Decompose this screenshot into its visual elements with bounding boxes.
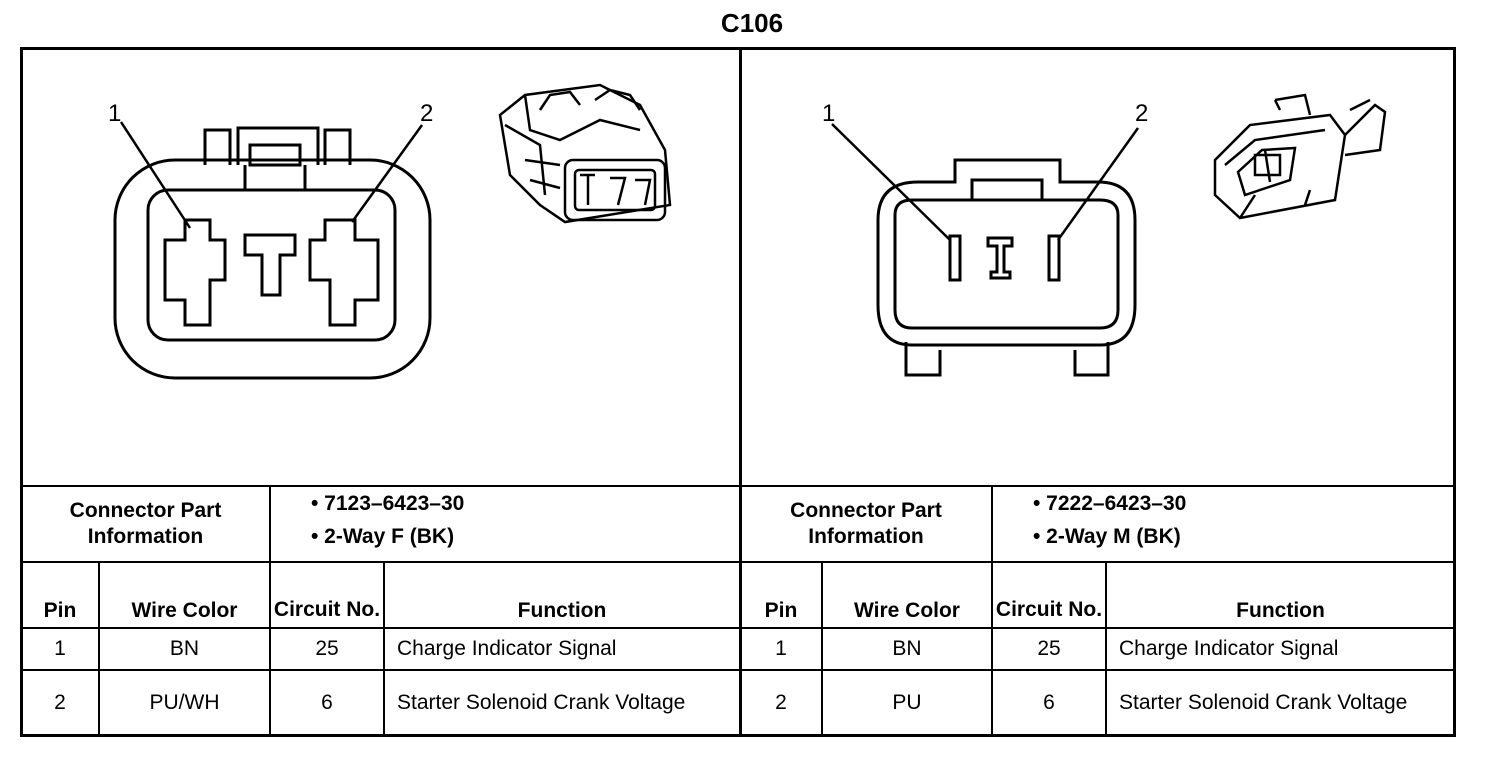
center-divider	[739, 50, 742, 736]
function-cell: Starter Solenoid Crank Voltage	[383, 669, 741, 737]
table-row: 1 BN 25 Charge Indicator Signal	[739, 627, 1456, 671]
pin-cell: 1	[739, 627, 823, 671]
table-row: 2 PU 6 Starter Solenoid Crank Voltage	[739, 669, 1456, 737]
circuit-column-header: Circuit No.	[991, 561, 1107, 629]
part-type: • 2-Way F (BK)	[311, 525, 455, 548]
pin-2-leader	[1056, 127, 1140, 241]
connector-part-info-header: Connector Part Information	[739, 485, 993, 563]
right-pin-1-label: 1	[822, 100, 836, 127]
circuit-cell: 6	[991, 669, 1107, 737]
wire-color-column-header: Wire Color	[98, 561, 271, 629]
pin-cell: 2	[739, 669, 823, 737]
pin-column-header: Pin	[739, 561, 823, 629]
part-type: • 2-Way M (BK)	[1033, 525, 1181, 548]
pin-1-leader	[119, 121, 192, 229]
function-column-header: Function	[383, 561, 741, 629]
pin-1-leader	[831, 123, 951, 241]
function-cell: Starter Solenoid Crank Voltage	[1105, 669, 1456, 737]
female-connector-face-drawing	[113, 121, 432, 380]
table-row: 2 PU/WH 6 Starter Solenoid Crank Voltage	[20, 669, 741, 737]
circuit-cell: 25	[991, 627, 1107, 671]
left-pin-1-label: 1	[108, 100, 122, 127]
wire-color-cell: BN	[98, 627, 271, 671]
table-row: 1 BN 25 Charge Indicator Signal	[20, 627, 741, 671]
connector-title: C106	[720, 8, 784, 38]
male-connector-face-drawing	[831, 123, 1140, 377]
pin-2-leader	[350, 124, 424, 223]
circuit-column-header: Circuit No.	[269, 561, 385, 629]
connector-part-info-values: • 7222–6423–30 • 2-Way M (BK)	[991, 485, 1456, 563]
circuit-cell: 25	[269, 627, 385, 671]
left-pinout-table: Connector Part Information • 7123–6423–3…	[20, 485, 741, 737]
male-connector-3d-view	[1213, 93, 1387, 220]
function-cell: Charge Indicator Signal	[1105, 627, 1456, 671]
function-column-header: Function	[1105, 561, 1456, 629]
female-connector-3d-view	[498, 83, 672, 224]
circuit-cell: 6	[269, 669, 385, 737]
wire-color-column-header: Wire Color	[821, 561, 993, 629]
wire-color-cell: PU/WH	[98, 669, 271, 737]
pin-cell: 2	[20, 669, 100, 737]
wire-color-cell: PU	[821, 669, 993, 737]
right-pinout-table: Connector Part Information • 7222–6423–3…	[739, 485, 1456, 737]
pin-column-header: Pin	[20, 561, 100, 629]
right-pin-2-label: 2	[1135, 100, 1149, 127]
pin-cell: 1	[20, 627, 100, 671]
left-pin-2-label: 2	[420, 100, 434, 127]
connector-part-info-values: • 7123–6423–30 • 2-Way F (BK)	[269, 485, 741, 563]
part-number: • 7222–6423–30	[1033, 492, 1187, 515]
connector-part-info-header: Connector Part Information	[20, 485, 271, 563]
wire-color-cell: BN	[821, 627, 993, 671]
part-number: • 7123–6423–30	[311, 492, 465, 515]
function-cell: Charge Indicator Signal	[383, 627, 741, 671]
